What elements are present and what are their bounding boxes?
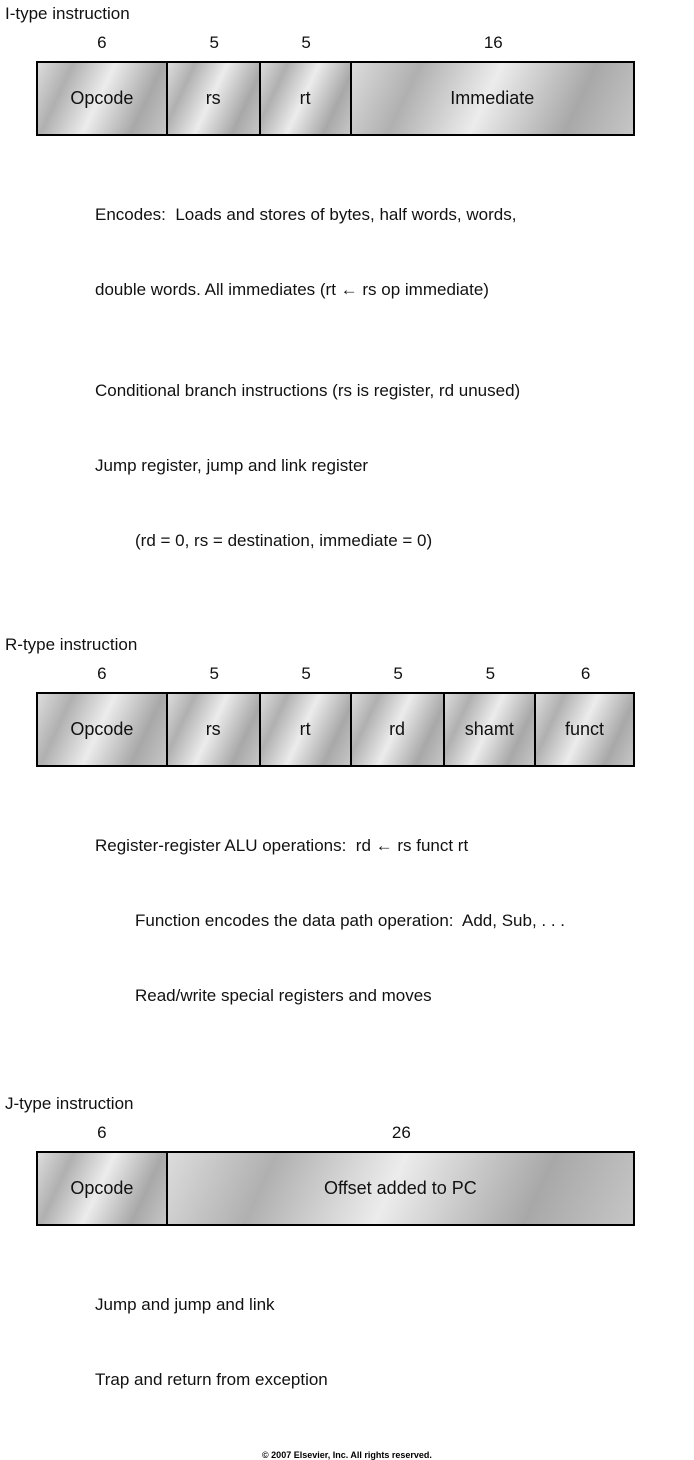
field-box-rt: rt	[260, 692, 352, 767]
field-bit-count: 6	[97, 33, 107, 52]
i-type-field-immediate: 16 Immediate	[351, 32, 635, 136]
field-bit-count: 6	[580, 664, 591, 683]
field-bit-count: 5	[301, 664, 311, 683]
field-bit-count: 5	[209, 664, 219, 683]
field-bit-count: 6	[97, 664, 107, 683]
i-type-field-row: 6 Opcode 5 rs 5 rt 16 Immediate	[36, 32, 635, 136]
note-line: Function encodes the data path operation…	[135, 911, 566, 930]
field-box-opcode: Opcode	[36, 692, 168, 767]
i-type-field-rs: 5 rs	[167, 32, 261, 136]
field-bit-count: 16	[483, 33, 503, 52]
field-box-opcode: Opcode	[36, 1151, 168, 1226]
field-bit-count: 5	[393, 664, 403, 683]
r-type-field-rd: 5 rd	[351, 663, 445, 767]
r-type-field-funct: 6 funct	[536, 663, 635, 767]
field-bit-count: 5	[209, 33, 219, 52]
j-type-field-opcode: 6 Opcode	[36, 1122, 168, 1226]
note-line: Read/write special registers and moves	[135, 986, 432, 1005]
r-type-field-opcode: 6 Opcode	[36, 663, 168, 767]
j-type-title: J-type instruction	[5, 1094, 134, 1113]
field-box-rs: rs	[167, 61, 261, 136]
i-type-notes: Encodes: Loads and stores of bytes, half…	[95, 152, 694, 603]
j-type-field-offset: 26 Offset added to PC	[167, 1122, 635, 1226]
note-line: Jump register, jump and link register	[95, 456, 369, 475]
field-bit-count: 5	[485, 664, 496, 683]
field-box-shamt: shamt	[444, 692, 537, 767]
j-type-notes: Jump and jump and link Trap and return f…	[95, 1242, 694, 1442]
i-type-section: I-type instruction 6 Opcode 5 rs 5 rt 16…	[0, 4, 694, 603]
field-bit-count: 26	[391, 1123, 411, 1142]
r-type-field-row: 6 Opcode 5 rs 5 rt 5 rd 5 shamt 6 funct	[36, 663, 635, 767]
field-bit-count: 5	[301, 33, 311, 52]
r-type-field-shamt: 5 shamt	[444, 663, 537, 767]
field-box-rs: rs	[167, 692, 261, 767]
copyright-notice: © 2007 Elsevier, Inc. All rights reserve…	[262, 1450, 432, 1460]
i-type-title: I-type instruction	[5, 4, 130, 23]
r-type-field-rs: 5 rs	[167, 663, 261, 767]
j-type-section: J-type instruction 6 Opcode 26 Offset ad…	[0, 1094, 694, 1442]
field-box-immediate: Immediate	[351, 61, 635, 136]
note-line: Jump and jump and link	[95, 1295, 275, 1314]
note-line: Conditional branch instructions (rs is r…	[95, 381, 521, 400]
field-box-opcode: Opcode	[36, 61, 168, 136]
field-box-funct: funct	[536, 692, 635, 767]
field-box-rd: rd	[351, 692, 445, 767]
note-line: (rd = 0, rs = destination, immediate = 0…	[135, 531, 433, 550]
field-bit-count: 6	[97, 1123, 107, 1142]
note-line: Register-register ALU operations: rd ← r…	[95, 836, 469, 855]
note-line: Trap and return from exception	[95, 1370, 328, 1389]
r-type-section: R-type instruction 6 Opcode 5 rs 5 rt 5 …	[0, 635, 694, 1058]
r-type-field-rt: 5 rt	[260, 663, 352, 767]
j-type-field-row: 6 Opcode 26 Offset added to PC	[36, 1122, 635, 1226]
i-type-field-rt: 5 rt	[260, 32, 352, 136]
field-box-offset: Offset added to PC	[167, 1151, 635, 1226]
note-line: double words. All immediates (rt ← rs op…	[95, 280, 489, 299]
r-type-title: R-type instruction	[5, 635, 138, 654]
r-type-notes: Register-register ALU operations: rd ← r…	[95, 783, 694, 1058]
i-type-field-opcode: 6 Opcode	[36, 32, 168, 136]
note-line: Encodes: Loads and stores of bytes, half…	[95, 205, 517, 224]
field-box-rt: rt	[260, 61, 352, 136]
